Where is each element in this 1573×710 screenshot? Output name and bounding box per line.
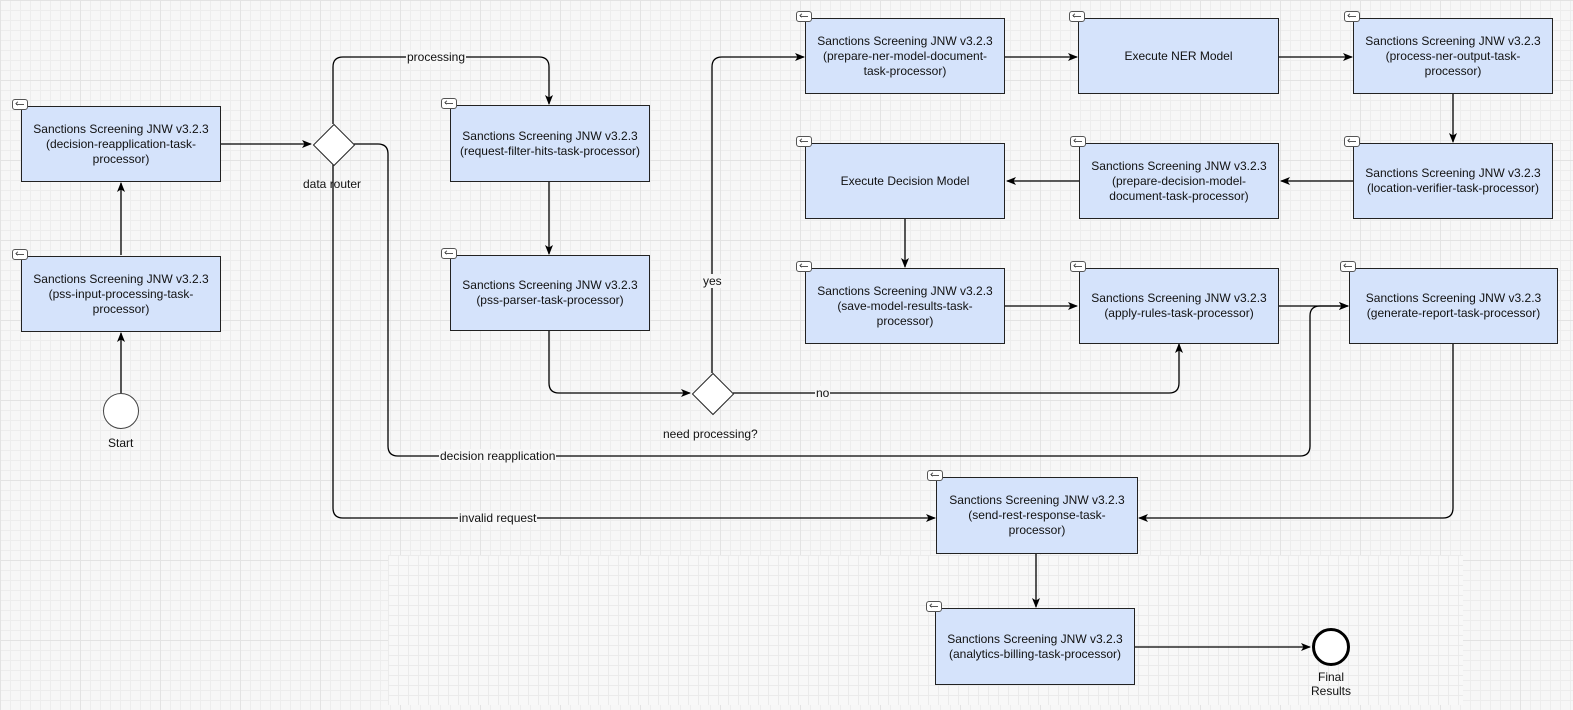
task-label: Sanctions Screening JNW v3.2.3 (request-… [459, 128, 641, 158]
task-label: Sanctions Screening JNW v3.2.3 (location… [1365, 166, 1541, 195]
gateway-label-need-processing: need processing? [663, 427, 758, 441]
task-analytics-billing[interactable]: Sanctions Screening JNW v3.2.3 (analytic… [926, 601, 1135, 685]
edge-label-invalid-request: invalid request [458, 511, 538, 525]
flow-parser-to-need-processing [548, 331, 691, 397]
task-label: Execute NER Model [1124, 48, 1233, 63]
end-event-label-line1: Final [1317, 670, 1344, 684]
start-event[interactable] [103, 393, 139, 429]
task-label: Sanctions Screening JNW v3.2.3 (decision… [33, 121, 209, 166]
service-task-icon [1070, 261, 1086, 272]
end-event[interactable] [1312, 628, 1350, 666]
task-label: Sanctions Screening JNW v3.2.3 (analytic… [947, 631, 1123, 661]
service-task-icon [12, 249, 28, 260]
task-save-model-results[interactable]: Sanctions Screening JNW v3.2.3 (save-mod… [796, 261, 1005, 344]
task-label: Sanctions Screening JNW v3.2.3 (send-res… [949, 493, 1125, 537]
service-task-icon [12, 99, 28, 110]
service-task-icon [796, 136, 812, 147]
task-label: Sanctions Screening JNW v3.2.3 (prepare-… [1091, 158, 1267, 203]
service-task-icon [796, 11, 812, 22]
task-label: Sanctions Screening JNW v3.2.3 (pss-inpu… [33, 271, 209, 316]
flow-router-invalid-request [332, 164, 936, 522]
task-execute-ner-model[interactable]: Execute NER Model [1069, 11, 1279, 94]
edge-label-processing: processing [406, 50, 467, 64]
page-panel [388, 555, 1463, 705]
task-prepare-decision-model-document[interactable]: Sanctions Screening JNW v3.2.3 (prepare-… [1070, 136, 1279, 219]
task-pss-input-processing[interactable]: Sanctions Screening JNW v3.2.3 (pss-inpu… [12, 249, 221, 332]
task-decision-reapplication[interactable]: Sanctions Screening JNW v3.2.3 (decision… [12, 99, 221, 182]
task-label: Sanctions Screening JNW v3.2.3 (pss-pars… [462, 278, 638, 307]
service-task-icon [1344, 11, 1360, 22]
task-label: Sanctions Screening JNW v3.2.3 (apply-ru… [1091, 291, 1267, 320]
task-pss-parser[interactable]: Sanctions Screening JNW v3.2.3 (pss-pars… [441, 248, 650, 331]
gateway-label-data-router: data router [303, 177, 362, 191]
flow-need-yes [711, 53, 805, 373]
service-task-icon [927, 470, 943, 481]
service-task-icon [1340, 261, 1356, 272]
task-label: Sanctions Screening JNW v3.2.3 (generate… [1365, 291, 1542, 320]
flow-report-to-send [1138, 344, 1454, 522]
service-task-icon [796, 261, 812, 272]
service-task-icon [1344, 136, 1360, 147]
task-prepare-ner-model-document[interactable]: Sanctions Screening JNW v3.2.3 (prepare-… [796, 11, 1005, 94]
task-label: Sanctions Screening JNW v3.2.3 (prepare-… [817, 33, 993, 78]
end-event-label-line2: Results [1310, 684, 1351, 698]
edge-label-no: no [815, 386, 831, 400]
task-request-filter-hits[interactable]: Sanctions Screening JNW v3.2.3 (request-… [441, 98, 650, 182]
flow-need-no [733, 343, 1183, 394]
task-execute-decision-model[interactable]: Execute Decision Model [796, 136, 1005, 219]
end-event-label: Final Results [1305, 670, 1357, 698]
flow-router-decision-reapplication [353, 143, 1349, 457]
task-process-ner-output[interactable]: Sanctions Screening JNW v3.2.3 (process-… [1344, 11, 1553, 94]
sequence-flows [117, 53, 1457, 651]
service-task-icon [1069, 11, 1085, 22]
task-label: Sanctions Screening JNW v3.2.3 (save-mod… [817, 283, 993, 328]
start-event-label: Start [108, 436, 134, 450]
task-send-rest-response[interactable]: Sanctions Screening JNW v3.2.3 (send-res… [927, 470, 1138, 554]
edge-label-yes: yes [702, 274, 723, 288]
task-label: Sanctions Screening JNW v3.2.3 (process-… [1365, 33, 1541, 78]
service-task-icon [926, 601, 942, 612]
edge-label-decision-reapplication: decision reapplication [439, 449, 557, 463]
task-apply-rules[interactable]: Sanctions Screening JNW v3.2.3 (apply-ru… [1070, 261, 1279, 344]
service-task-icon [441, 98, 457, 109]
service-task-icon [1070, 136, 1086, 147]
task-location-verifier[interactable]: Sanctions Screening JNW v3.2.3 (location… [1344, 136, 1553, 219]
service-task-icon [441, 248, 457, 259]
task-generate-report[interactable]: Sanctions Screening JNW v3.2.3 (generate… [1340, 261, 1558, 344]
task-label: Execute Decision Model [840, 173, 970, 188]
